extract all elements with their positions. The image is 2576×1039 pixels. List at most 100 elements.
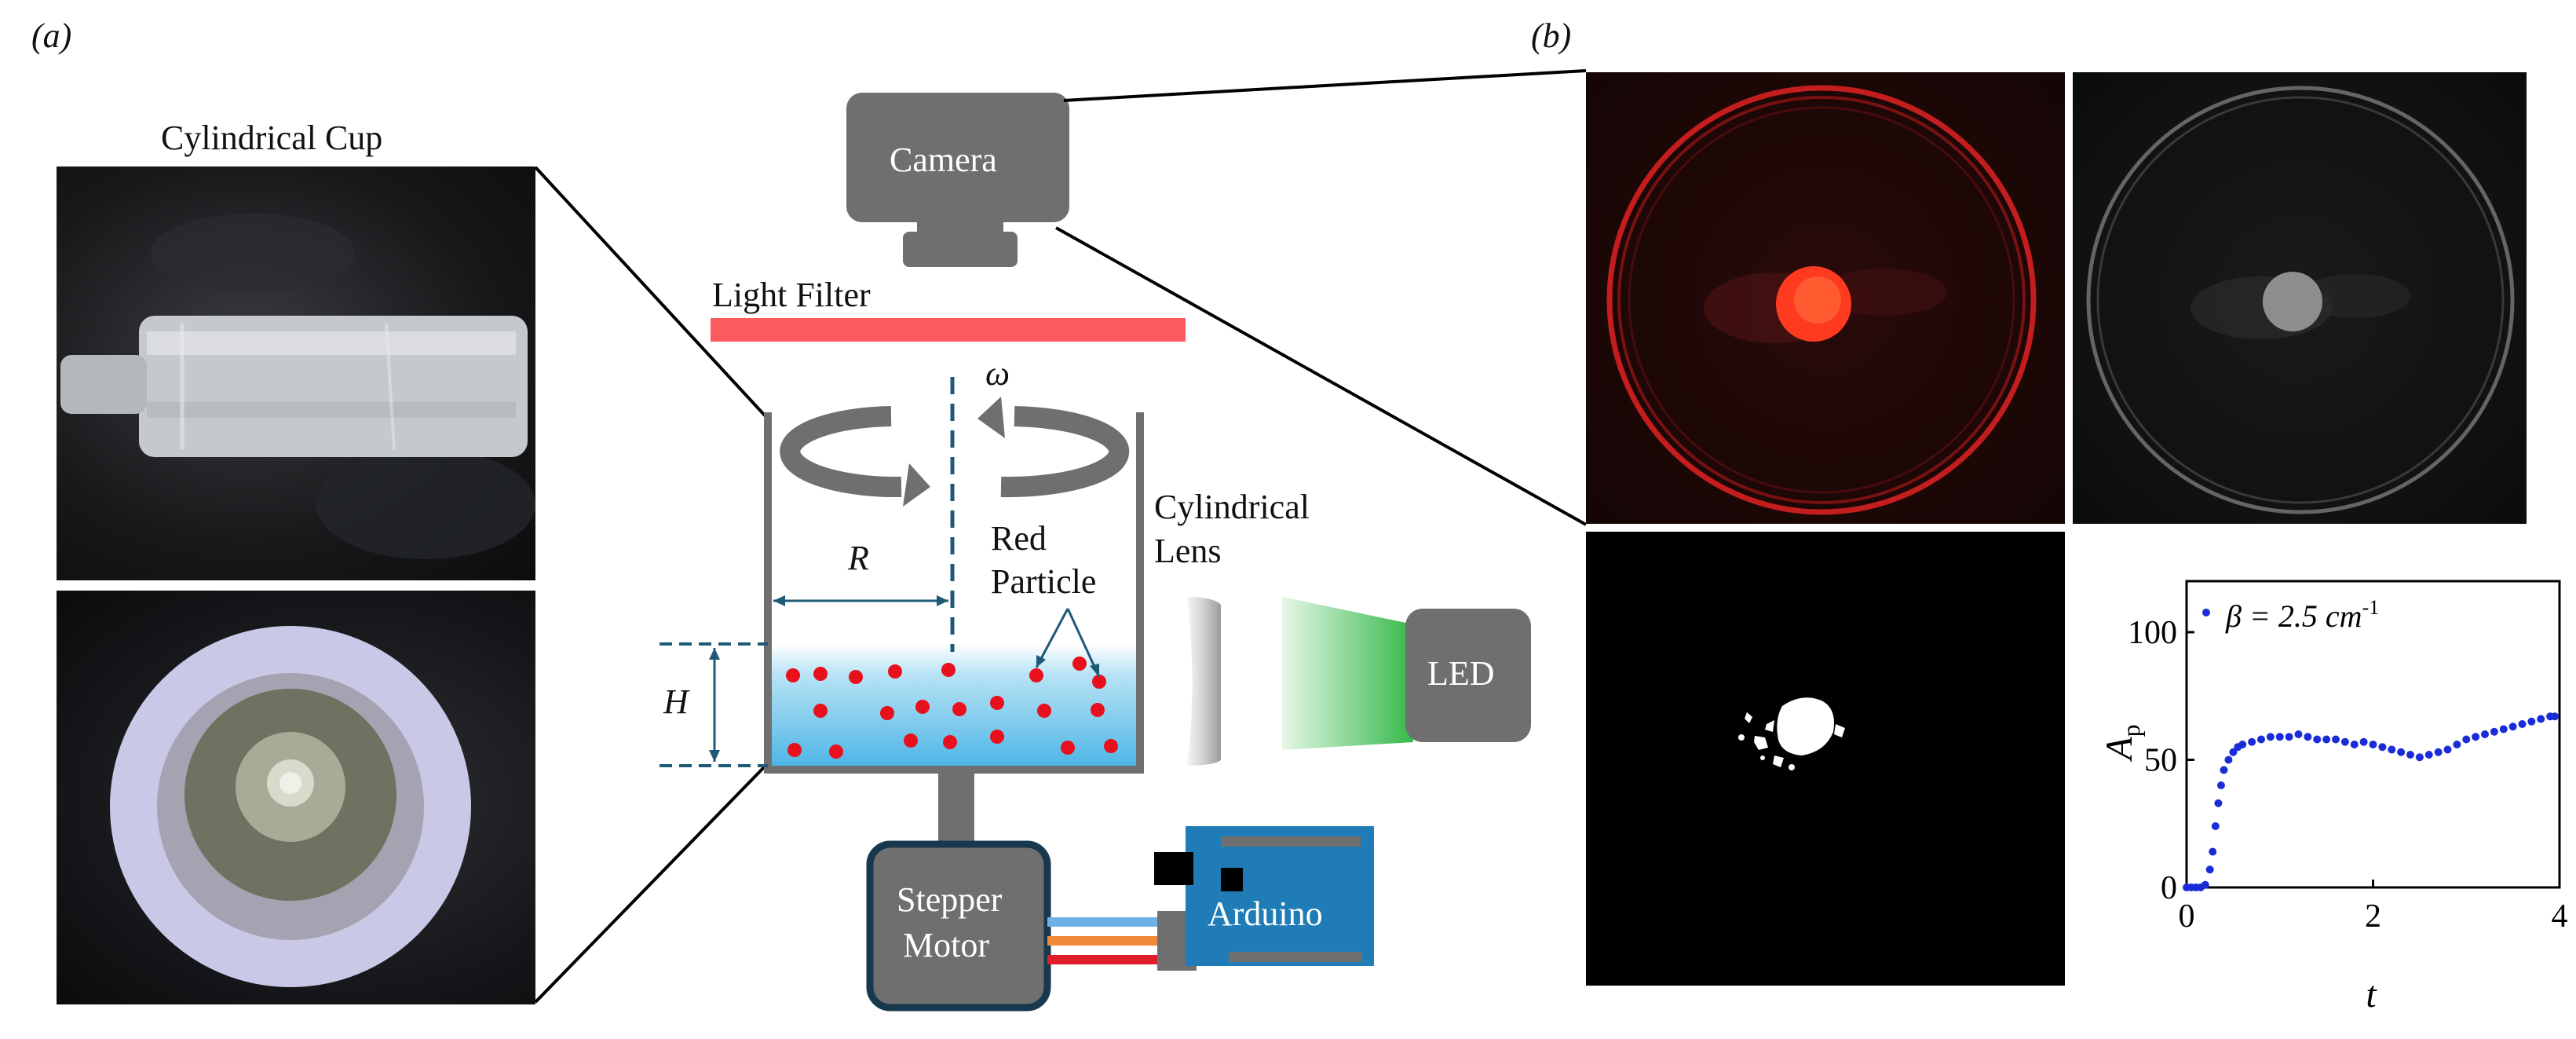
data-point (2499, 725, 2508, 734)
led-beam (1282, 597, 1413, 750)
panel-b-label: (b) (1531, 16, 1572, 55)
legend-marker (2202, 609, 2210, 616)
y-tick-label: 50 (2144, 743, 2177, 779)
gray-particle-blob (2263, 272, 2322, 331)
data-point (2248, 737, 2256, 746)
data-point (2490, 727, 2498, 736)
cup-side-photo (57, 166, 535, 580)
data-point (2211, 822, 2220, 830)
camera-body (846, 93, 1069, 222)
y-tick-label: 100 (2128, 615, 2177, 651)
data-point (2472, 733, 2480, 741)
chart-series (2183, 712, 2560, 891)
legend-text: β = 2.5 cm-1 (2225, 596, 2379, 634)
data-point (2359, 737, 2368, 746)
data-point (2481, 730, 2489, 738)
binary-image (1586, 532, 2065, 986)
light-filter (711, 318, 1186, 342)
cup-side-figure (60, 214, 535, 559)
data-point (2266, 733, 2275, 741)
data-point (2201, 880, 2209, 889)
x-tick-label: 4 (2552, 898, 2568, 935)
wire-red (1047, 955, 1157, 964)
data-point (2415, 753, 2424, 762)
cup-top-photo (57, 591, 535, 1004)
data-point (2518, 720, 2527, 728)
omega-label: ω (985, 354, 1010, 393)
camera-lens-mount (903, 232, 1018, 267)
data-point (2350, 741, 2359, 748)
x-tick-label: 0 (2179, 898, 2195, 935)
data-point (2378, 743, 2387, 752)
grayscale-image-figure (2086, 86, 2515, 514)
data-point (2224, 755, 2233, 764)
rotation-arrows (780, 397, 1130, 507)
stepper-label-line2: Motor (903, 926, 989, 964)
data-point (2257, 735, 2265, 744)
data-point (2216, 781, 2225, 789)
light-filter-label: Light Filter (712, 276, 871, 314)
data-point (2205, 865, 2214, 874)
binary-particle-blob (1777, 697, 1834, 755)
data-point (2369, 741, 2377, 748)
motor-shaft (938, 774, 974, 844)
y-axis-label: Ap (2099, 724, 2145, 762)
arduino-label: Arduino (1208, 894, 1323, 933)
container (764, 412, 1144, 774)
data-point (2304, 733, 2312, 741)
data-point (2332, 735, 2340, 744)
cup-title: Cylindrical Cup (161, 119, 383, 157)
red-image-figure (1606, 85, 2037, 515)
zoom-line-top (534, 166, 767, 418)
data-point (2220, 766, 2228, 774)
data-point (2537, 715, 2545, 723)
data-point (2462, 735, 2471, 744)
radius-label: R (848, 539, 869, 577)
data-point (2527, 717, 2536, 726)
camera-label: Camera (890, 141, 997, 179)
grayscale-image (2073, 72, 2527, 524)
data-point (2388, 745, 2396, 754)
wire-orange (1047, 936, 1157, 946)
cup-top-figure (110, 626, 471, 987)
height-label: H (663, 682, 689, 721)
svg-text:Ap: Ap (2099, 724, 2145, 762)
zoom-line-bottom (534, 764, 767, 1004)
data-point (2453, 741, 2461, 748)
binary-image-figure (1738, 697, 1845, 770)
data-point (2229, 748, 2238, 756)
x-tick-label: 2 (2365, 898, 2381, 935)
lens-label-line2: Lens (1154, 532, 1222, 570)
data-point (2313, 735, 2322, 744)
data-point (2285, 733, 2293, 741)
wire-blue (1047, 917, 1157, 927)
data-point (2508, 723, 2517, 731)
data-point (2397, 748, 2406, 756)
cup-stem (60, 355, 147, 414)
led-label: LED (1427, 654, 1495, 693)
arduino-board (1186, 826, 1374, 966)
data-point (2424, 751, 2433, 759)
data-point (2294, 730, 2303, 738)
data-point (2214, 799, 2223, 807)
camera-view-line-top (1063, 69, 1587, 102)
panel-a-label: (a) (31, 16, 72, 55)
x-axis-label: t (2366, 974, 2377, 1015)
led-body (1405, 609, 1531, 742)
data-point (2406, 751, 2414, 759)
data-point (2322, 735, 2331, 744)
data-point (2340, 737, 2349, 746)
camera-view-line-bottom (1055, 226, 1587, 526)
data-point (2443, 745, 2452, 754)
data-point (2551, 712, 2560, 721)
data-point (2209, 847, 2217, 856)
cylindrical-lens (1187, 597, 1221, 766)
red-particle-label-line1: Red (991, 519, 1047, 558)
lens-label-line1: Cylindrical (1154, 488, 1310, 526)
red-particle-label-line2: Particle (991, 562, 1097, 601)
stepper-label-line1: Stepper (897, 880, 1003, 919)
data-point (2238, 741, 2247, 748)
